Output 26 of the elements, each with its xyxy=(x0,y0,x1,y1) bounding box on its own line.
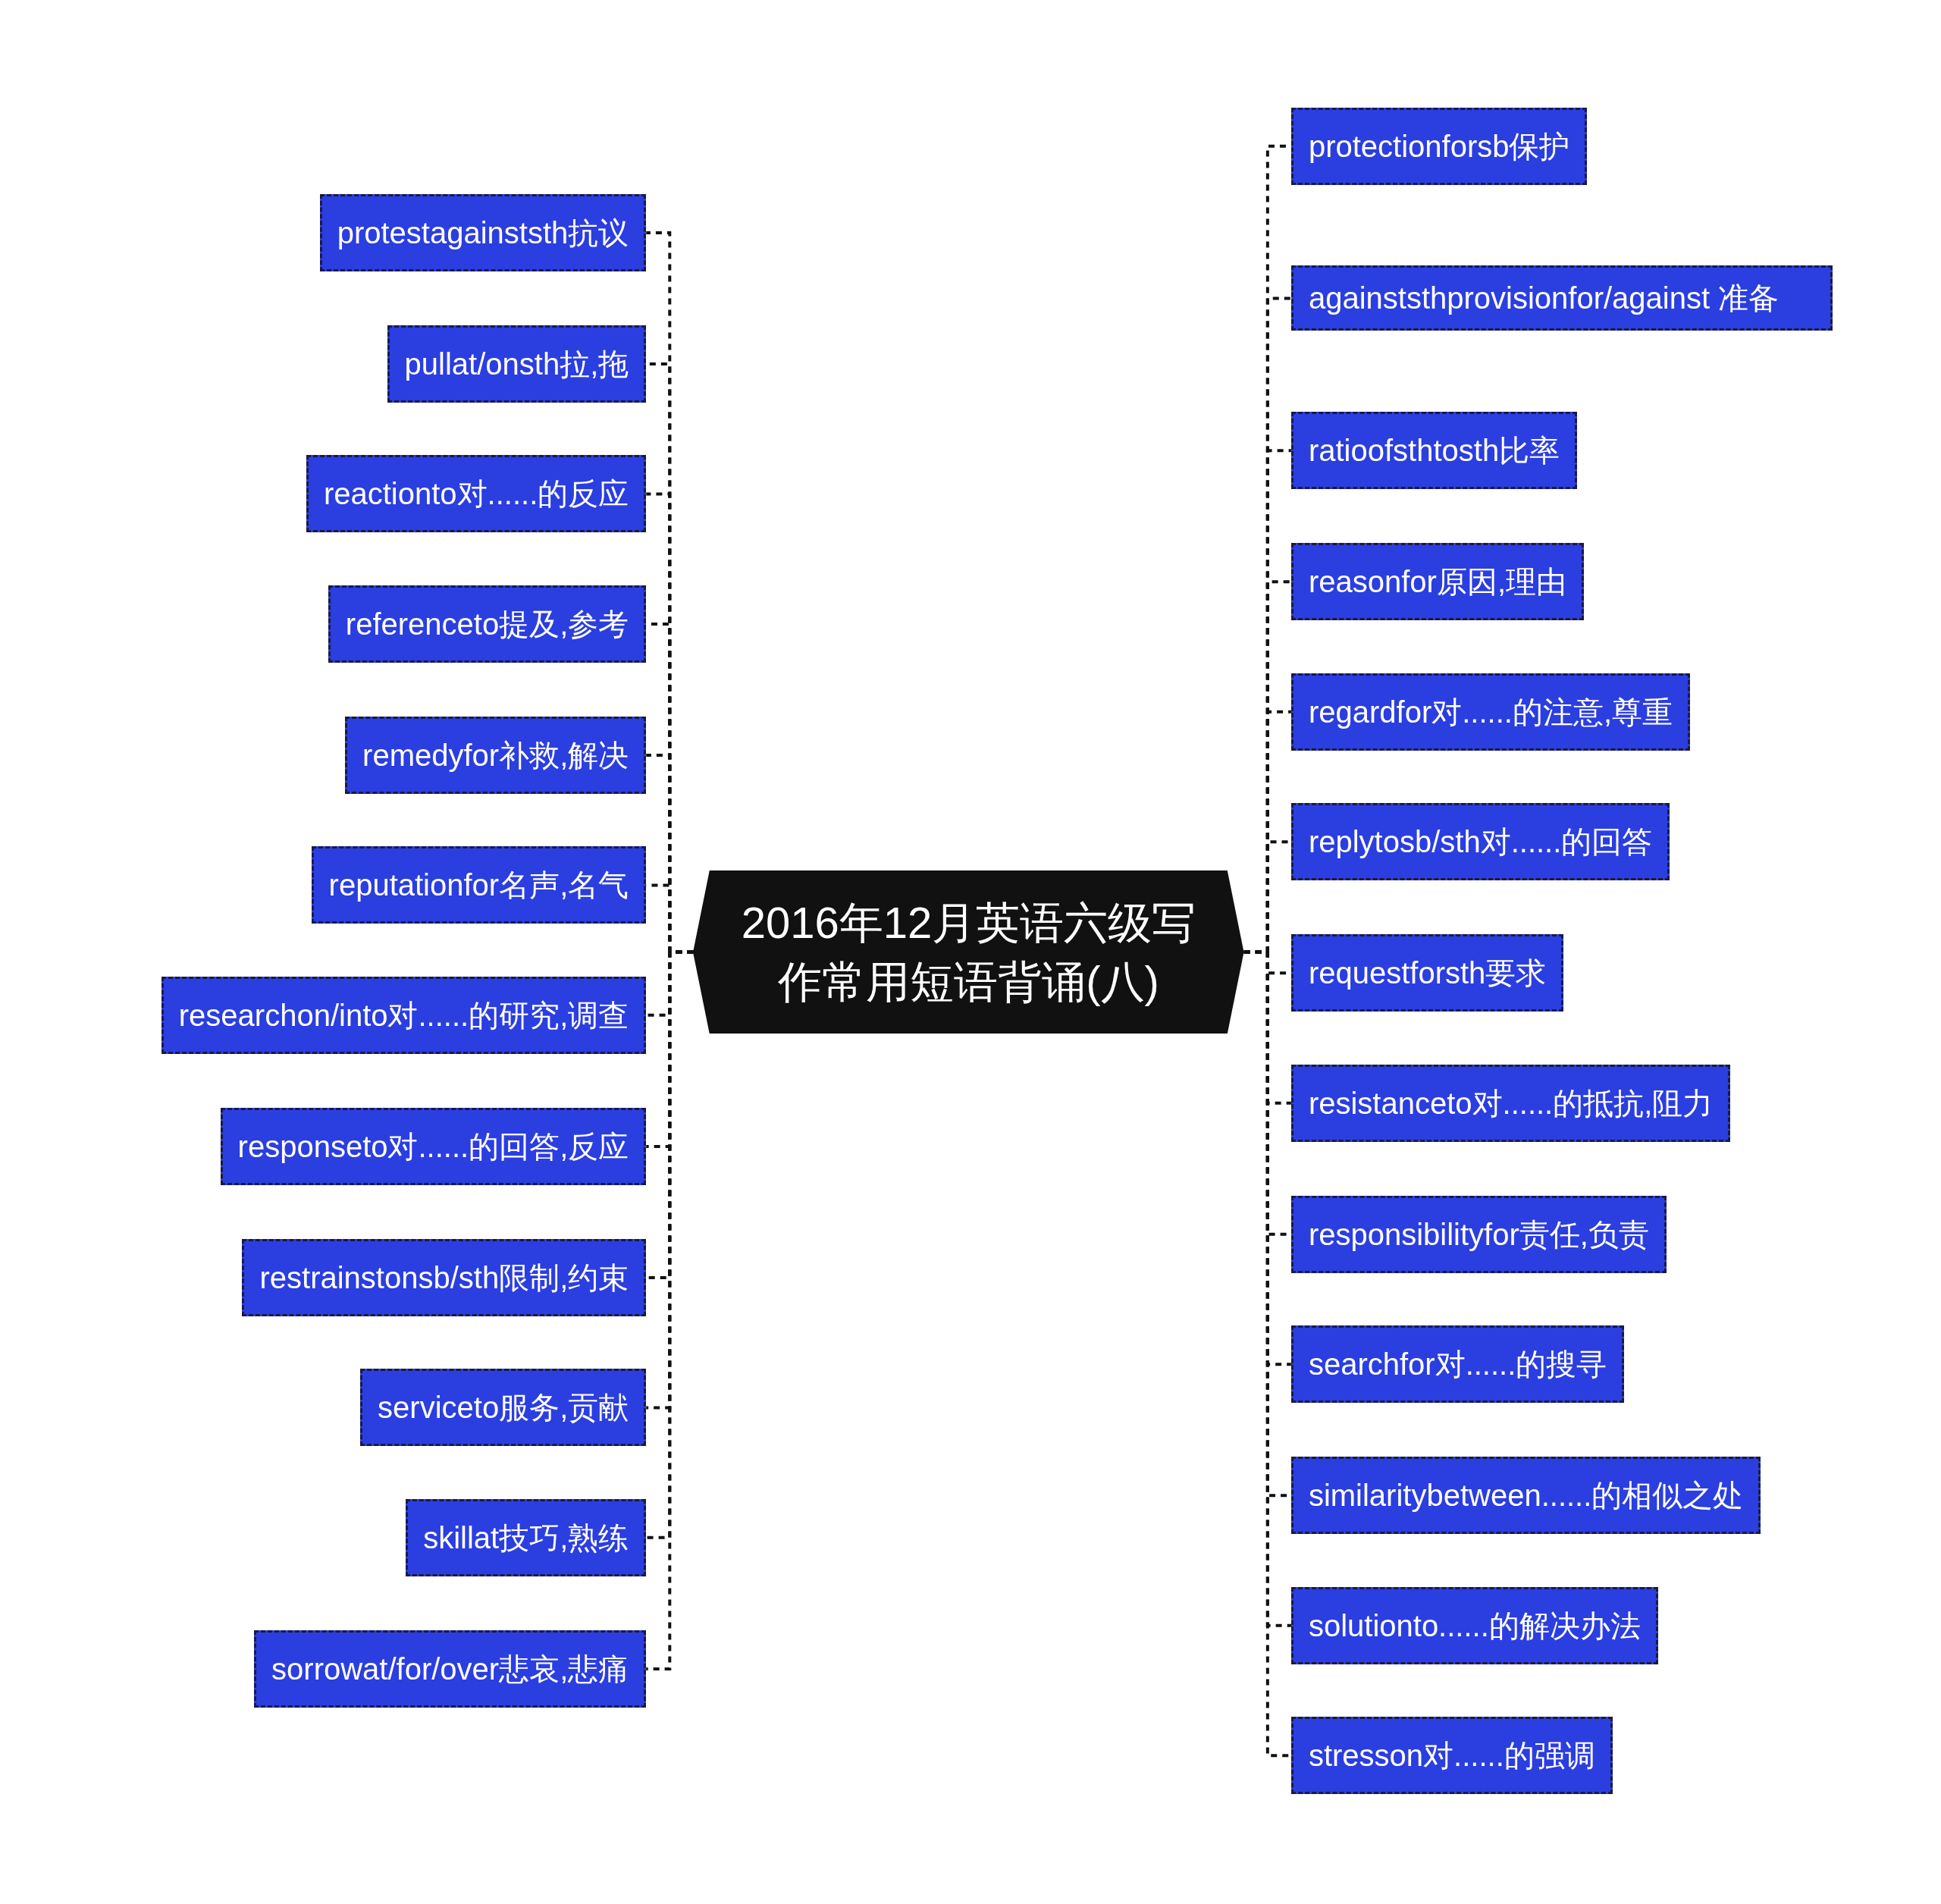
topic-box: remedyfor补救,解决 xyxy=(345,716,647,794)
topic-box: referenceto提及,参考 xyxy=(328,585,647,663)
topic-box: solutionto......的解决办法 xyxy=(1290,1586,1658,1664)
topic-box: protestagainststh抗议 xyxy=(319,193,647,271)
topic-box: againststhprovisionfor/against 准备 xyxy=(1290,265,1833,331)
topic-box: stresson对......的强调 xyxy=(1290,1717,1613,1795)
topic-box: reactionto对......的反应 xyxy=(306,455,647,533)
topic-box: pullat/onsth拉,拖 xyxy=(387,325,647,403)
topic-box: serviceto服务,贡献 xyxy=(360,1369,647,1447)
topic-box: resistanceto对......的抵抗,阻力 xyxy=(1290,1064,1731,1142)
topic-box: regardfor对......的注意,尊重 xyxy=(1290,673,1690,751)
topic-box: responseto对......的回答,反应 xyxy=(220,1107,647,1185)
topic-box: similaritybetween......的相似之处 xyxy=(1290,1457,1761,1535)
topic-box: reasonfor原因,理由 xyxy=(1290,543,1584,621)
topic-box: searchfor对......的搜寻 xyxy=(1290,1325,1625,1404)
topic-box: ratioofsthtosth比率 xyxy=(1290,412,1578,490)
topic-box: reputationfor名声,名气 xyxy=(311,846,647,924)
topic-box: replytosb/sth对......的回答 xyxy=(1290,803,1670,881)
topic-box: protectionforsb保护 xyxy=(1290,107,1588,185)
topic-box: sorrowat/for/over悲哀,悲痛 xyxy=(254,1630,647,1708)
topic-box: researchon/into对......的研究,调查 xyxy=(161,976,647,1054)
topic-box: responsibilityfor责任,负责 xyxy=(1290,1195,1667,1273)
topic-box: requestforsth要求 xyxy=(1290,934,1564,1012)
central-topic-hexagon: 2016年12月英语六级写作常用短语背诵(八) xyxy=(693,870,1244,1034)
topic-box: skillat技巧,熟练 xyxy=(406,1498,647,1576)
topic-box: restrainstonsb/sth限制,约束 xyxy=(242,1238,647,1316)
